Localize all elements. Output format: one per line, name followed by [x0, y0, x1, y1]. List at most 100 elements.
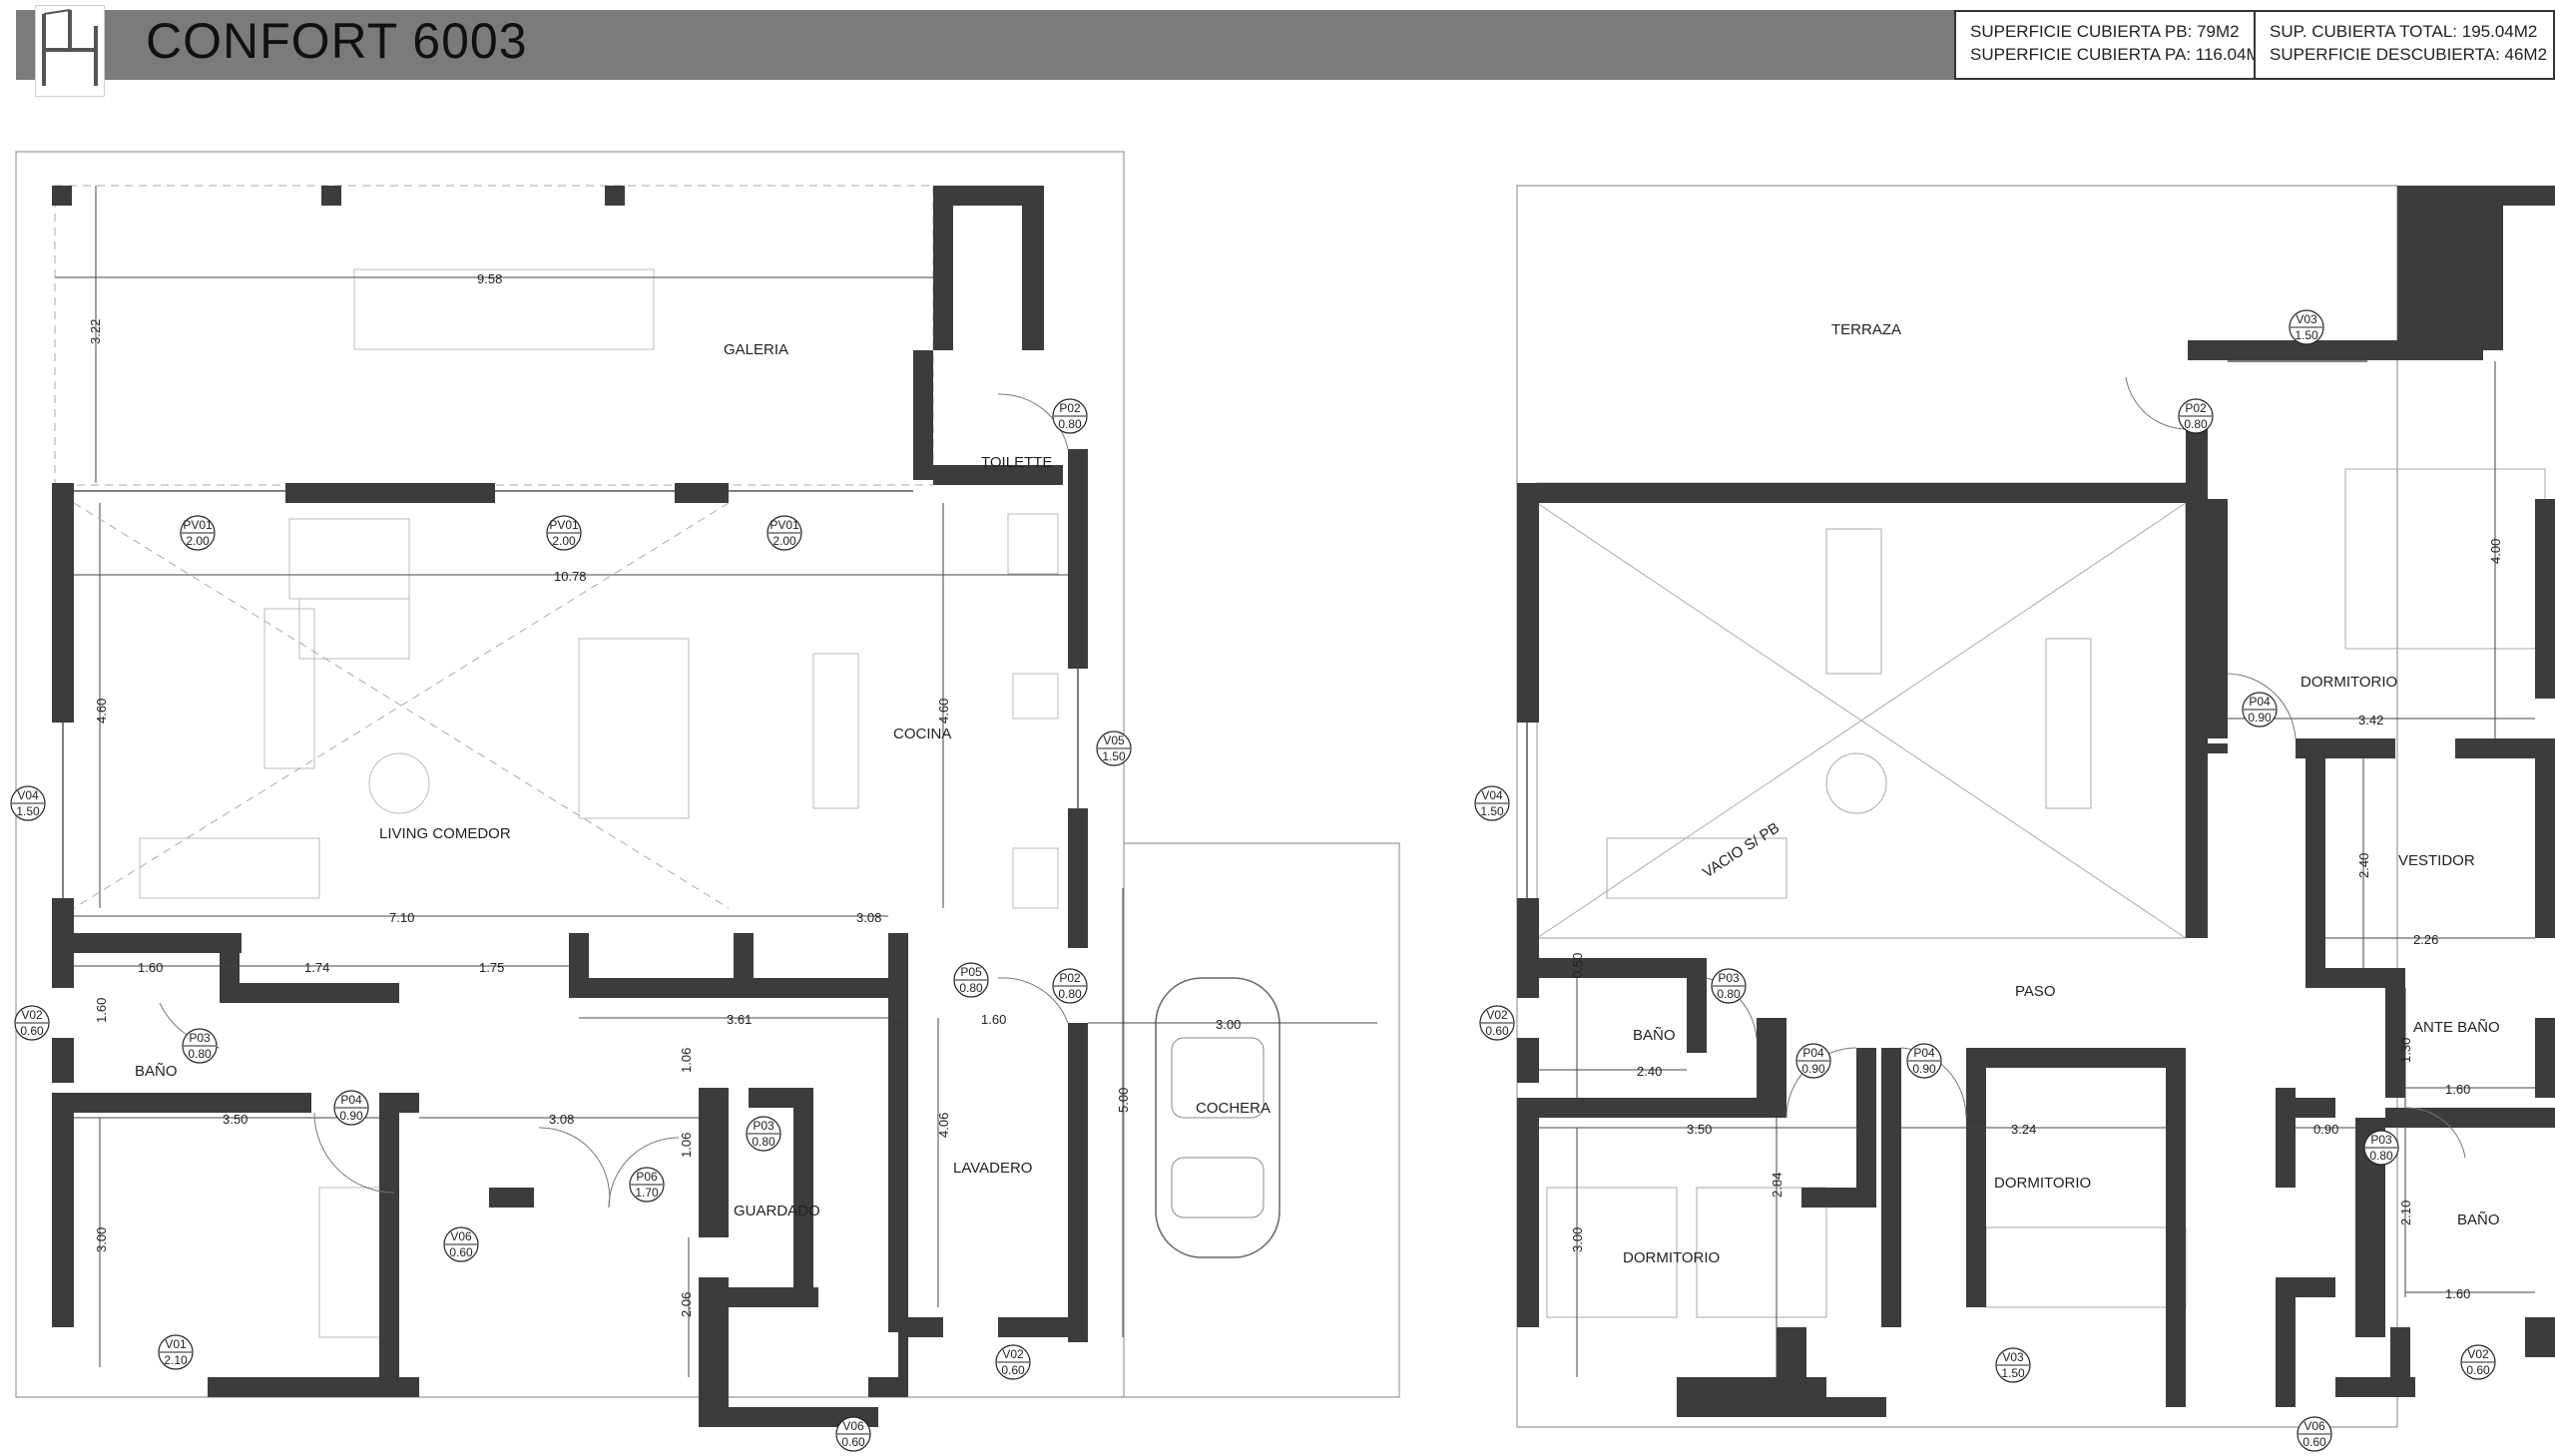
opening-tag: V05 1.50 — [1096, 730, 1132, 766]
room-label: LIVING COMEDOR — [379, 825, 511, 842]
svg-text:P03: P03 — [189, 1031, 211, 1045]
svg-text:1.50: 1.50 — [2295, 328, 2318, 342]
surface-total: SUP. CUBIERTA TOTAL: 195.04M2 — [2270, 22, 2538, 41]
svg-text:PV01: PV01 — [549, 518, 579, 532]
dimension: 1.60 — [981, 1012, 1006, 1027]
svg-text:0.60: 0.60 — [841, 1435, 865, 1449]
svg-text:0.80: 0.80 — [752, 1135, 775, 1149]
dimension: 2.06 — [679, 1292, 694, 1317]
room-label: DORMITORIO — [1623, 1249, 1720, 1266]
svg-text:P03: P03 — [1718, 971, 1740, 985]
opening-tag: P03 0.80 — [746, 1116, 781, 1152]
company-logo — [35, 5, 105, 97]
dimension: 1.60 — [138, 960, 163, 975]
dimension: 3.22 — [88, 319, 103, 344]
opening-tag: V04 1.50 — [1474, 785, 1510, 821]
svg-text:1.50: 1.50 — [16, 804, 40, 818]
svg-text:P03: P03 — [753, 1119, 774, 1133]
svg-text:1.50: 1.50 — [1480, 804, 1504, 818]
svg-text:0.80: 0.80 — [1058, 987, 1082, 1001]
room-label: GUARDADO — [734, 1203, 820, 1219]
svg-text:0.90: 0.90 — [2248, 711, 2272, 725]
svg-text:V02: V02 — [2467, 1347, 2489, 1361]
svg-text:0.80: 0.80 — [1058, 417, 1082, 431]
room-label: VESTIDOR — [2398, 852, 2475, 869]
dimension: 3.08 — [856, 910, 881, 925]
dimension: 3.00 — [94, 1227, 109, 1252]
svg-text:V06: V06 — [842, 1419, 864, 1433]
room-label: ANTE BAÑO — [2413, 1019, 2500, 1036]
dimension: 5.00 — [1116, 1088, 1131, 1113]
svg-text:0.60: 0.60 — [449, 1245, 473, 1259]
dimension: 1.75 — [479, 960, 504, 975]
svg-text:P02: P02 — [1059, 401, 1081, 415]
opening-tag: V06 0.60 — [2297, 1416, 2332, 1452]
svg-text:V02: V02 — [1486, 1008, 1508, 1022]
room-label: PASO — [2015, 983, 2056, 1000]
svg-text:0.90: 0.90 — [339, 1109, 363, 1123]
room-label: COCINA — [893, 726, 951, 742]
walls-upper — [1517, 186, 2555, 1417]
opening-tag: V02 0.60 — [14, 1005, 50, 1041]
room-label: VACIO S/ PB — [1700, 819, 1783, 881]
room-label: DORMITORIO — [2300, 674, 2397, 691]
room-label: LAVADERO — [953, 1160, 1032, 1177]
walls-ground — [52, 186, 1088, 1427]
svg-text:V04: V04 — [1481, 788, 1503, 802]
dimension: 2.84 — [1770, 1173, 1785, 1198]
opening-tag: P02 0.80 — [2178, 398, 2214, 434]
project-title: CONFORT 6003 — [146, 13, 528, 69]
svg-text:V06: V06 — [2303, 1419, 2325, 1433]
svg-text:2.10: 2.10 — [164, 1353, 188, 1367]
dimension: 3.42 — [2358, 713, 2383, 728]
dimension: 3.50 — [1687, 1122, 1712, 1137]
svg-text:PV01: PV01 — [769, 518, 799, 532]
surface-info-left: SUPERFICIE CUBIERTA PB: 79M2 SUPERFICIE … — [1954, 10, 2270, 80]
dimension: 3.61 — [727, 1012, 752, 1027]
dimension: 10.78 — [554, 569, 587, 584]
svg-text:PV01: PV01 — [183, 518, 213, 532]
svg-text:V02: V02 — [21, 1008, 43, 1022]
svg-text:0.60: 0.60 — [2302, 1435, 2326, 1449]
dimension: 4.60 — [936, 699, 951, 724]
svg-text:P04: P04 — [340, 1093, 362, 1107]
svg-text:V06: V06 — [450, 1229, 472, 1243]
surface-pb: SUPERFICIE CUBIERTA PB: 79M2 — [1970, 22, 2240, 41]
svg-text:0.90: 0.90 — [1801, 1062, 1825, 1076]
room-label: DORMITORIO — [1994, 1175, 2091, 1192]
svg-text:0.80: 0.80 — [2184, 417, 2208, 431]
opening-tag: P03 0.80 — [182, 1028, 218, 1064]
lot-outline — [1516, 185, 2398, 1428]
svg-text:P05: P05 — [960, 965, 982, 979]
svg-text:V04: V04 — [17, 788, 39, 802]
svg-text:2.00: 2.00 — [552, 534, 576, 548]
svg-text:V02: V02 — [1002, 1347, 1024, 1361]
room-label: BAÑO — [2457, 1212, 2500, 1228]
svg-text:V01: V01 — [165, 1337, 187, 1351]
svg-text:0.60: 0.60 — [1485, 1024, 1509, 1038]
opening-tag: V04 1.50 — [10, 785, 46, 821]
svg-text:1.50: 1.50 — [1102, 749, 1126, 763]
surface-uncovered: SUPERFICIE DESCUBIERTA: 46M2 — [2270, 45, 2548, 64]
svg-text:P02: P02 — [2185, 401, 2207, 415]
room-label: TERRAZA — [1831, 321, 1901, 338]
dimension: 1.06 — [679, 1048, 694, 1073]
svg-text:V05: V05 — [1103, 733, 1125, 747]
svg-text:1.50: 1.50 — [2001, 1366, 2025, 1380]
opening-tag: P02 0.80 — [1052, 398, 1088, 434]
dimension: 9.58 — [477, 271, 502, 286]
dimension: 3.50 — [223, 1112, 248, 1127]
dimension: 2.26 — [2413, 932, 2438, 947]
opening-tag: V06 0.60 — [443, 1226, 479, 1262]
svg-text:0.80: 0.80 — [188, 1047, 212, 1061]
dimension: 3.00 — [1216, 1017, 1241, 1032]
svg-text:0.60: 0.60 — [20, 1024, 44, 1038]
